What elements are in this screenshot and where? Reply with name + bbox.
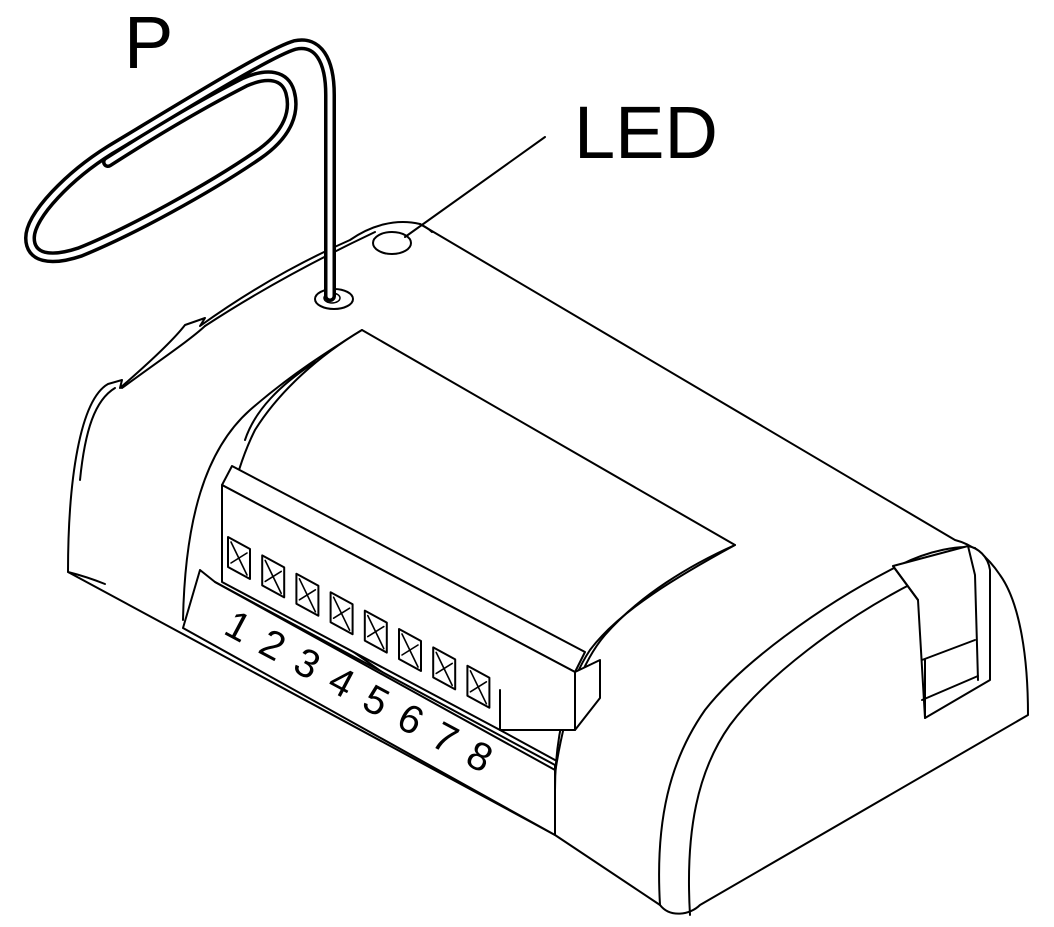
led-window: [372, 231, 412, 255]
terminal-screw-slot: [261, 554, 286, 599]
terminal-screw-slot: [432, 646, 457, 691]
button-label: P: [124, 1, 173, 84]
led-leader-line: [404, 136, 546, 238]
terminal-screw-slot: [398, 628, 422, 672]
terminal-screw-slot: [363, 609, 388, 654]
terminal-screw-slot: [227, 536, 251, 580]
terminal-screw-slot: [466, 664, 491, 709]
paperclip-icon: [24, 38, 336, 302]
led-label: LED: [574, 91, 718, 174]
terminal-block: [182, 465, 601, 836]
terminal-screw-slot: [295, 572, 320, 617]
terminal-screws: [227, 536, 491, 709]
terminal-screw-slot: [329, 591, 354, 636]
mounting-clip: [892, 545, 991, 719]
label-area: [182, 329, 736, 796]
